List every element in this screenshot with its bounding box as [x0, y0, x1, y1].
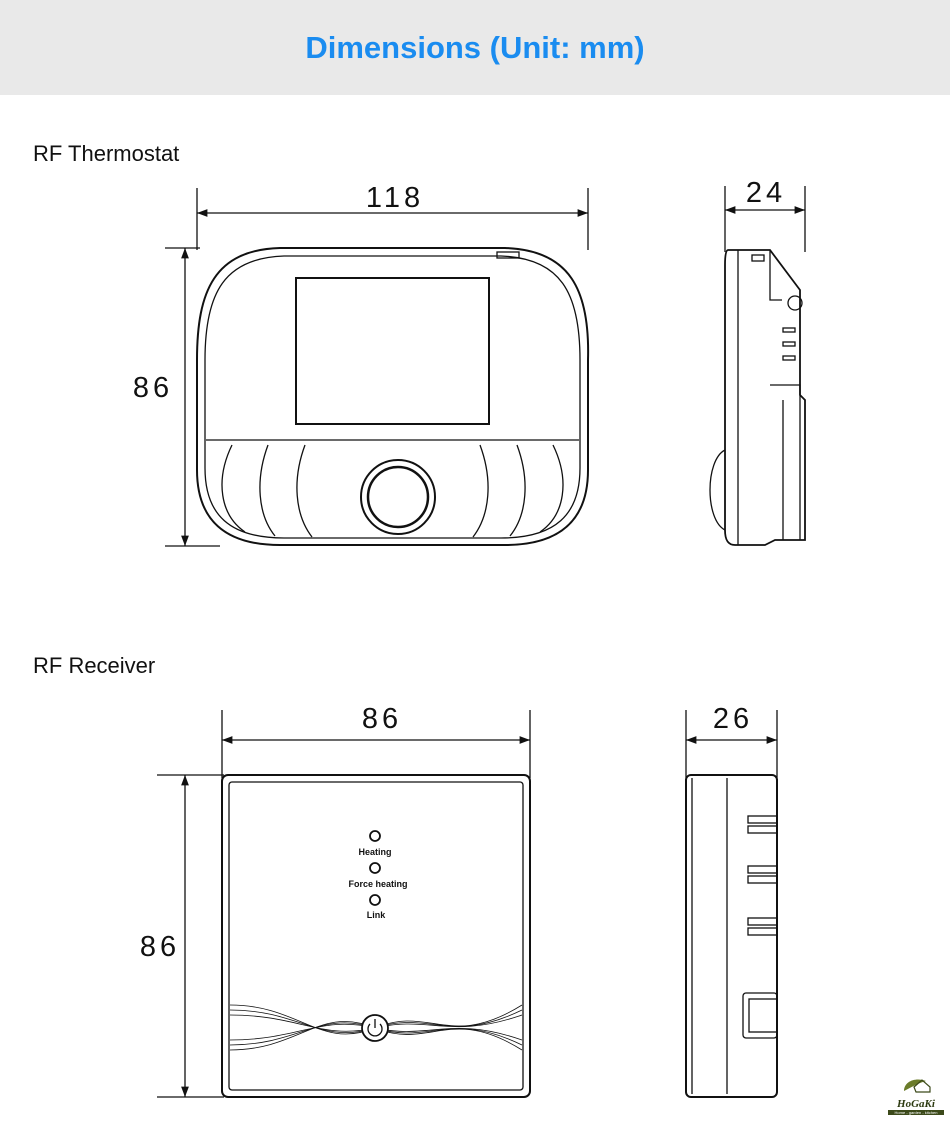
thermostat-front-view: [165, 188, 590, 547]
receiver-depth-label: 26: [713, 703, 753, 735]
receiver-width-label: 86: [362, 703, 402, 735]
header-band: Dimensions (Unit: mm): [0, 0, 950, 95]
thermostat-depth-label: 24: [746, 177, 786, 209]
receiver-front-view: [157, 710, 531, 1098]
indicator-label-link: Link: [367, 910, 386, 920]
brand-logo: HoGaKi Home - garden - kitchen: [888, 1075, 944, 1115]
receiver-side-view: [685, 710, 778, 1098]
house-leaf-icon: [904, 1079, 931, 1093]
power-icon: [367, 1023, 383, 1037]
thermostat-width-label: 118: [366, 182, 424, 214]
indicator-label-force-heating: Force heating: [348, 879, 407, 889]
thermostat-height-label: 86: [133, 372, 173, 404]
indicator-label-heating: Heating: [358, 847, 391, 857]
thermostat-side-view: [709, 186, 806, 546]
page-title: Dimensions (Unit: mm): [305, 29, 645, 65]
receiver-height-label: 86: [140, 931, 180, 963]
receiver-section-label: RF Receiver: [33, 653, 156, 678]
thermostat-section-label: RF Thermostat: [33, 141, 180, 166]
